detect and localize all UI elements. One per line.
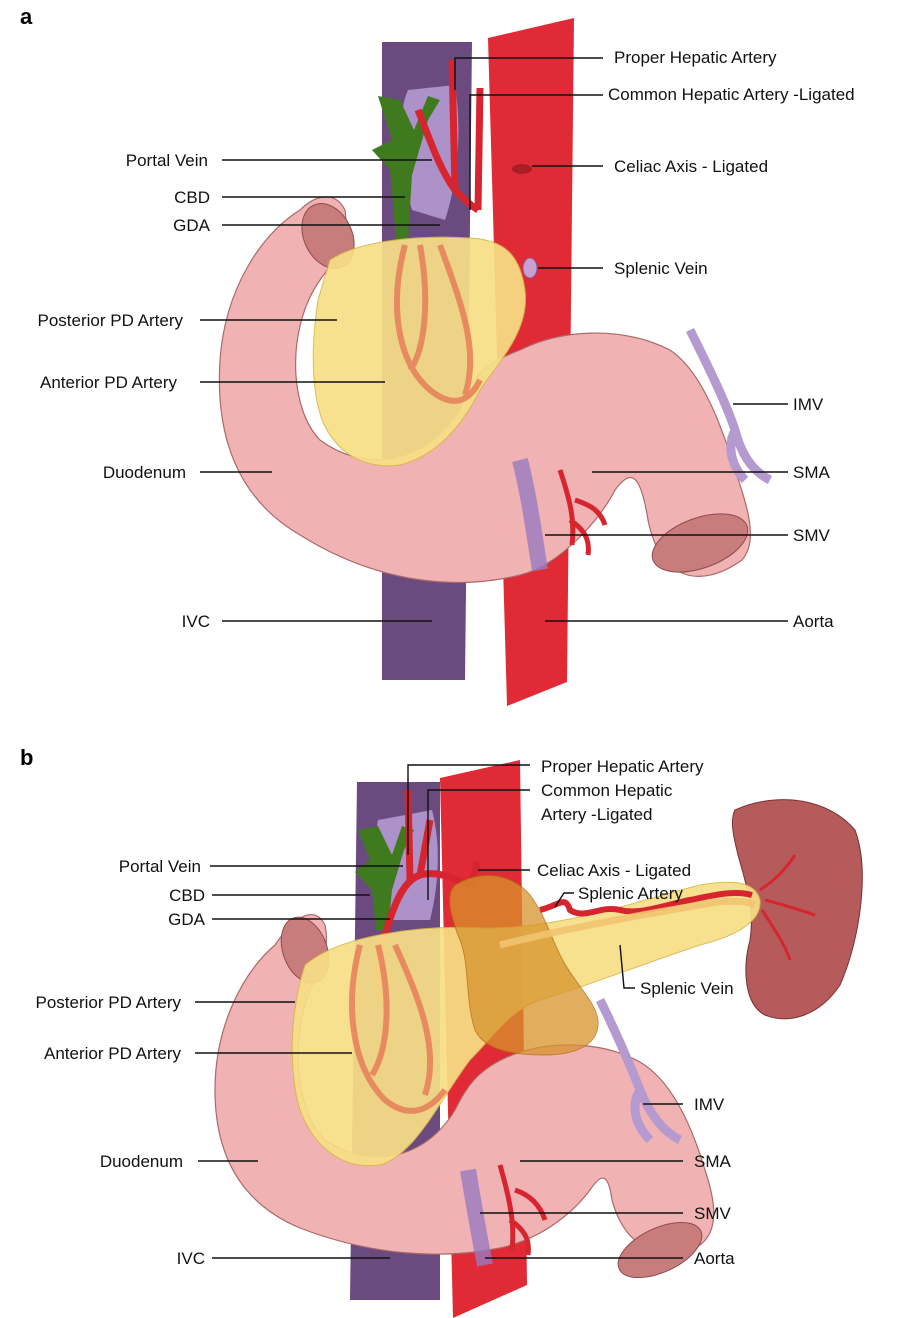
label-imv: IMV [793, 395, 824, 414]
panel-a: a [20, 4, 855, 706]
label-smv: SMV [793, 526, 831, 545]
label-ivc: IVC [182, 612, 210, 631]
label-common-hepatic-artery-line2: Artery -Ligated [541, 805, 653, 824]
label-cbd: CBD [174, 188, 210, 207]
panel-b: b [20, 745, 862, 1318]
label-posterior-pd-artery: Posterior PD Artery [36, 993, 182, 1012]
label-splenic-artery: Splenic Artery [578, 884, 683, 903]
label-proper-hepatic-artery: Proper Hepatic Artery [614, 48, 777, 67]
label-smv: SMV [694, 1204, 732, 1223]
label-sma: SMA [793, 463, 831, 482]
label-ivc: IVC [177, 1249, 205, 1268]
label-cbd: CBD [169, 886, 205, 905]
label-portal-vein: Portal Vein [126, 151, 208, 170]
label-common-hepatic-artery-line1: Common Hepatic [541, 781, 673, 800]
celiac-stump [512, 164, 532, 174]
label-celiac-axis: Celiac Axis - Ligated [614, 157, 768, 176]
label-sma: SMA [694, 1152, 732, 1171]
label-aorta: Aorta [694, 1249, 735, 1268]
label-duodenum: Duodenum [100, 1152, 183, 1171]
label-splenic-vein: Splenic Vein [640, 979, 734, 998]
label-aorta: Aorta [793, 612, 834, 631]
panel-a-letter: a [20, 4, 33, 29]
label-posterior-pd-artery: Posterior PD Artery [38, 311, 184, 330]
label-splenic-vein: Splenic Vein [614, 259, 708, 278]
label-anterior-pd-artery: Anterior PD Artery [40, 373, 177, 392]
label-anterior-pd-artery: Anterior PD Artery [44, 1044, 181, 1063]
label-duodenum: Duodenum [103, 463, 186, 482]
label-celiac-axis: Celiac Axis - Ligated [537, 861, 691, 880]
label-portal-vein: Portal Vein [119, 857, 201, 876]
panel-b-letter: b [20, 745, 33, 770]
label-gda: GDA [168, 910, 206, 929]
label-proper-hepatic-artery: Proper Hepatic Artery [541, 757, 704, 776]
splenic-vein-stump [523, 258, 537, 278]
label-imv: IMV [694, 1095, 725, 1114]
label-gda: GDA [173, 216, 211, 235]
label-common-hepatic-artery: Common Hepatic Artery -Ligated [608, 85, 855, 104]
